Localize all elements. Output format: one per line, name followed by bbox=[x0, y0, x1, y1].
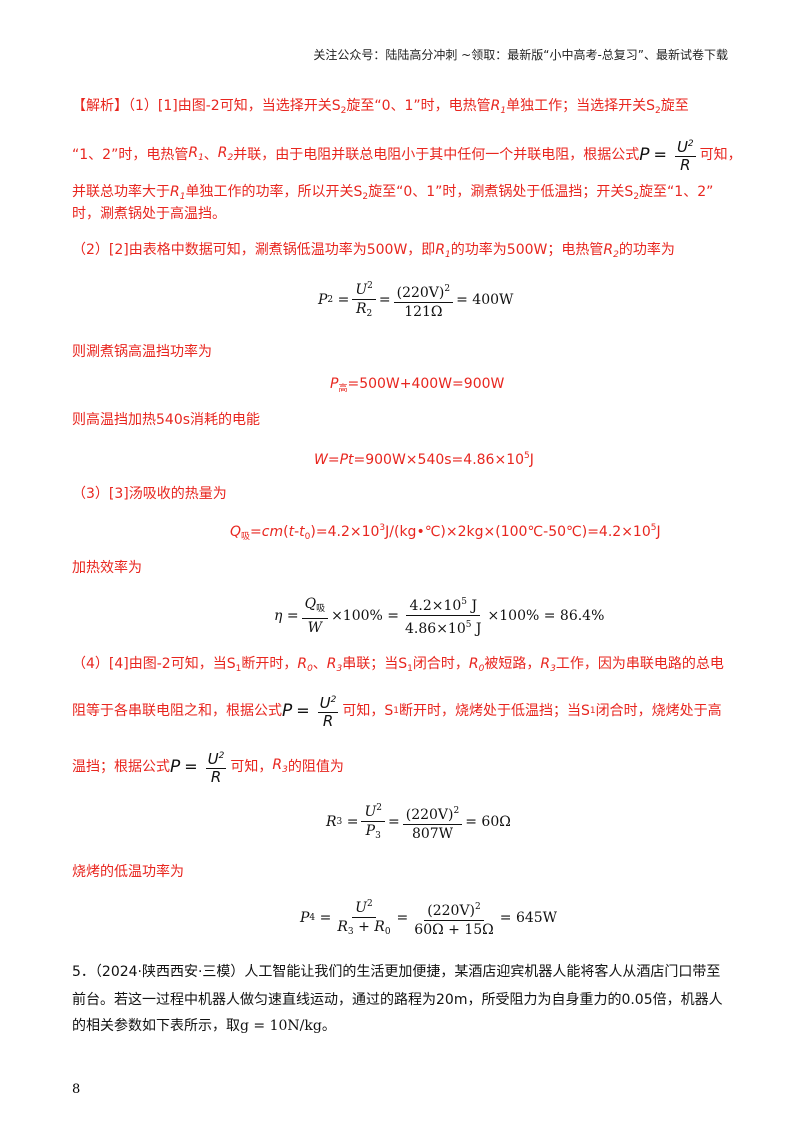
question-5-line-1: 5．（2024·陕西西安·三模）人工智能让我们的生活更加便捷，某酒店迎宾机器人能… bbox=[72, 964, 721, 980]
analysis-line-4: 时，涮煮锅处于高温挡。 bbox=[72, 206, 226, 222]
equation-w: W=Pt=900W×540s=4.86×105J bbox=[314, 451, 534, 468]
analysis-tag: 【解析】 bbox=[72, 98, 128, 114]
analysis-line-1: 【解析】（1）[1]由图-2可知，当选择开关S2旋至“0、1”时，电热管R1单独… bbox=[72, 98, 689, 116]
formula-power-3: P bbox=[170, 757, 181, 777]
analysis-line-8: （3）[3]汤吸收的热量为 bbox=[72, 486, 227, 502]
analysis-line-10: （4）[4]由图-2可知，当S1断开时，R0、R3串联；当S1闭合时，R0被短路… bbox=[72, 656, 724, 674]
analysis-line-9: 加热效率为 bbox=[72, 560, 142, 576]
equation-q: Q吸=cm(t-t0)=4.2×103J/(kg•℃)×2kg×(100℃-50… bbox=[230, 523, 661, 542]
analysis-line-6: 则涮煮锅高温挡功率为 bbox=[72, 344, 212, 360]
page-header: 关注公众号：陆陆高分冲刺 ~领取：最新版“小中高考-总复习”、最新试卷下载 bbox=[313, 48, 728, 62]
question-5-line-2: 前台。若这一过程中机器人做匀速直线运动，通过的路程为20m，所受阻力为自身重力的… bbox=[72, 992, 723, 1008]
formula-power: P bbox=[639, 145, 650, 165]
formula-power-2: P bbox=[282, 701, 293, 721]
analysis-line-5: （2）[2]由表格中数据可知，涮煮锅低温功率为500W，即R1的功率为500W；… bbox=[72, 242, 675, 260]
page-number: 8 bbox=[72, 1082, 81, 1097]
question-5-line-3: 的相关参数如下表所示，取g = 10N/kg。 bbox=[72, 1018, 336, 1034]
equation-p-high: P高=500W+400W=900W bbox=[330, 376, 505, 394]
analysis-line-13: 烧烤的低温功率为 bbox=[72, 864, 184, 880]
analysis-line-3: 并联总功率大于R1单独工作的功率，所以开关S2旋至“0、1”时，涮煮锅处于低温挡… bbox=[72, 184, 714, 202]
gravity-constant: g = 10N/kg bbox=[240, 1018, 322, 1034]
analysis-line-7: 则高温挡加热540s消耗的电能 bbox=[72, 412, 261, 428]
